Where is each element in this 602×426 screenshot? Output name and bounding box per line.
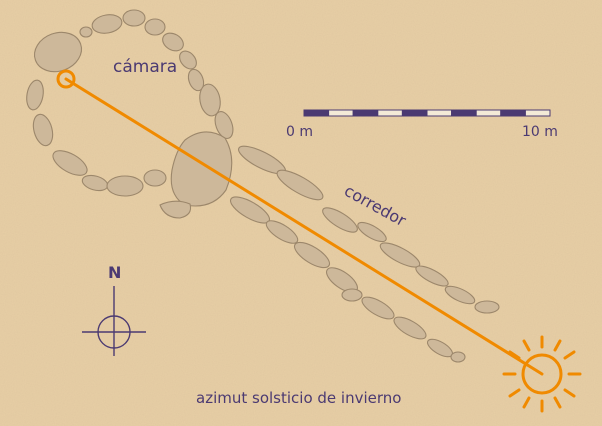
compass-crosshair-icon <box>82 286 146 356</box>
origin-marker-icon <box>56 69 76 89</box>
chamber-label: cámara <box>113 57 177 77</box>
corridor-stones <box>229 145 500 363</box>
azimuth-line <box>64 77 544 376</box>
sun-icon <box>502 335 582 413</box>
scale-end-label: 10 m <box>522 124 558 140</box>
scale-segment <box>352 109 379 117</box>
scale-segment <box>524 109 551 117</box>
scale-segment <box>303 109 330 117</box>
scale-segment <box>426 109 453 117</box>
scale-segment <box>451 109 477 117</box>
scale-start-label: 0 m <box>286 124 313 140</box>
north-arrow: N <box>82 263 146 356</box>
scale-segment <box>401 109 428 117</box>
azimuth-label: azimut solsticio de invierno <box>196 389 401 407</box>
scale-segment <box>377 109 403 117</box>
junction-stone <box>159 200 192 219</box>
scale-segment <box>475 109 502 117</box>
scale-segment <box>500 109 526 117</box>
scale-bar <box>303 109 551 117</box>
chamber-stones <box>26 9 234 197</box>
scale-segment <box>328 109 354 117</box>
cap-stone <box>170 131 233 207</box>
north-label: N <box>108 263 121 282</box>
